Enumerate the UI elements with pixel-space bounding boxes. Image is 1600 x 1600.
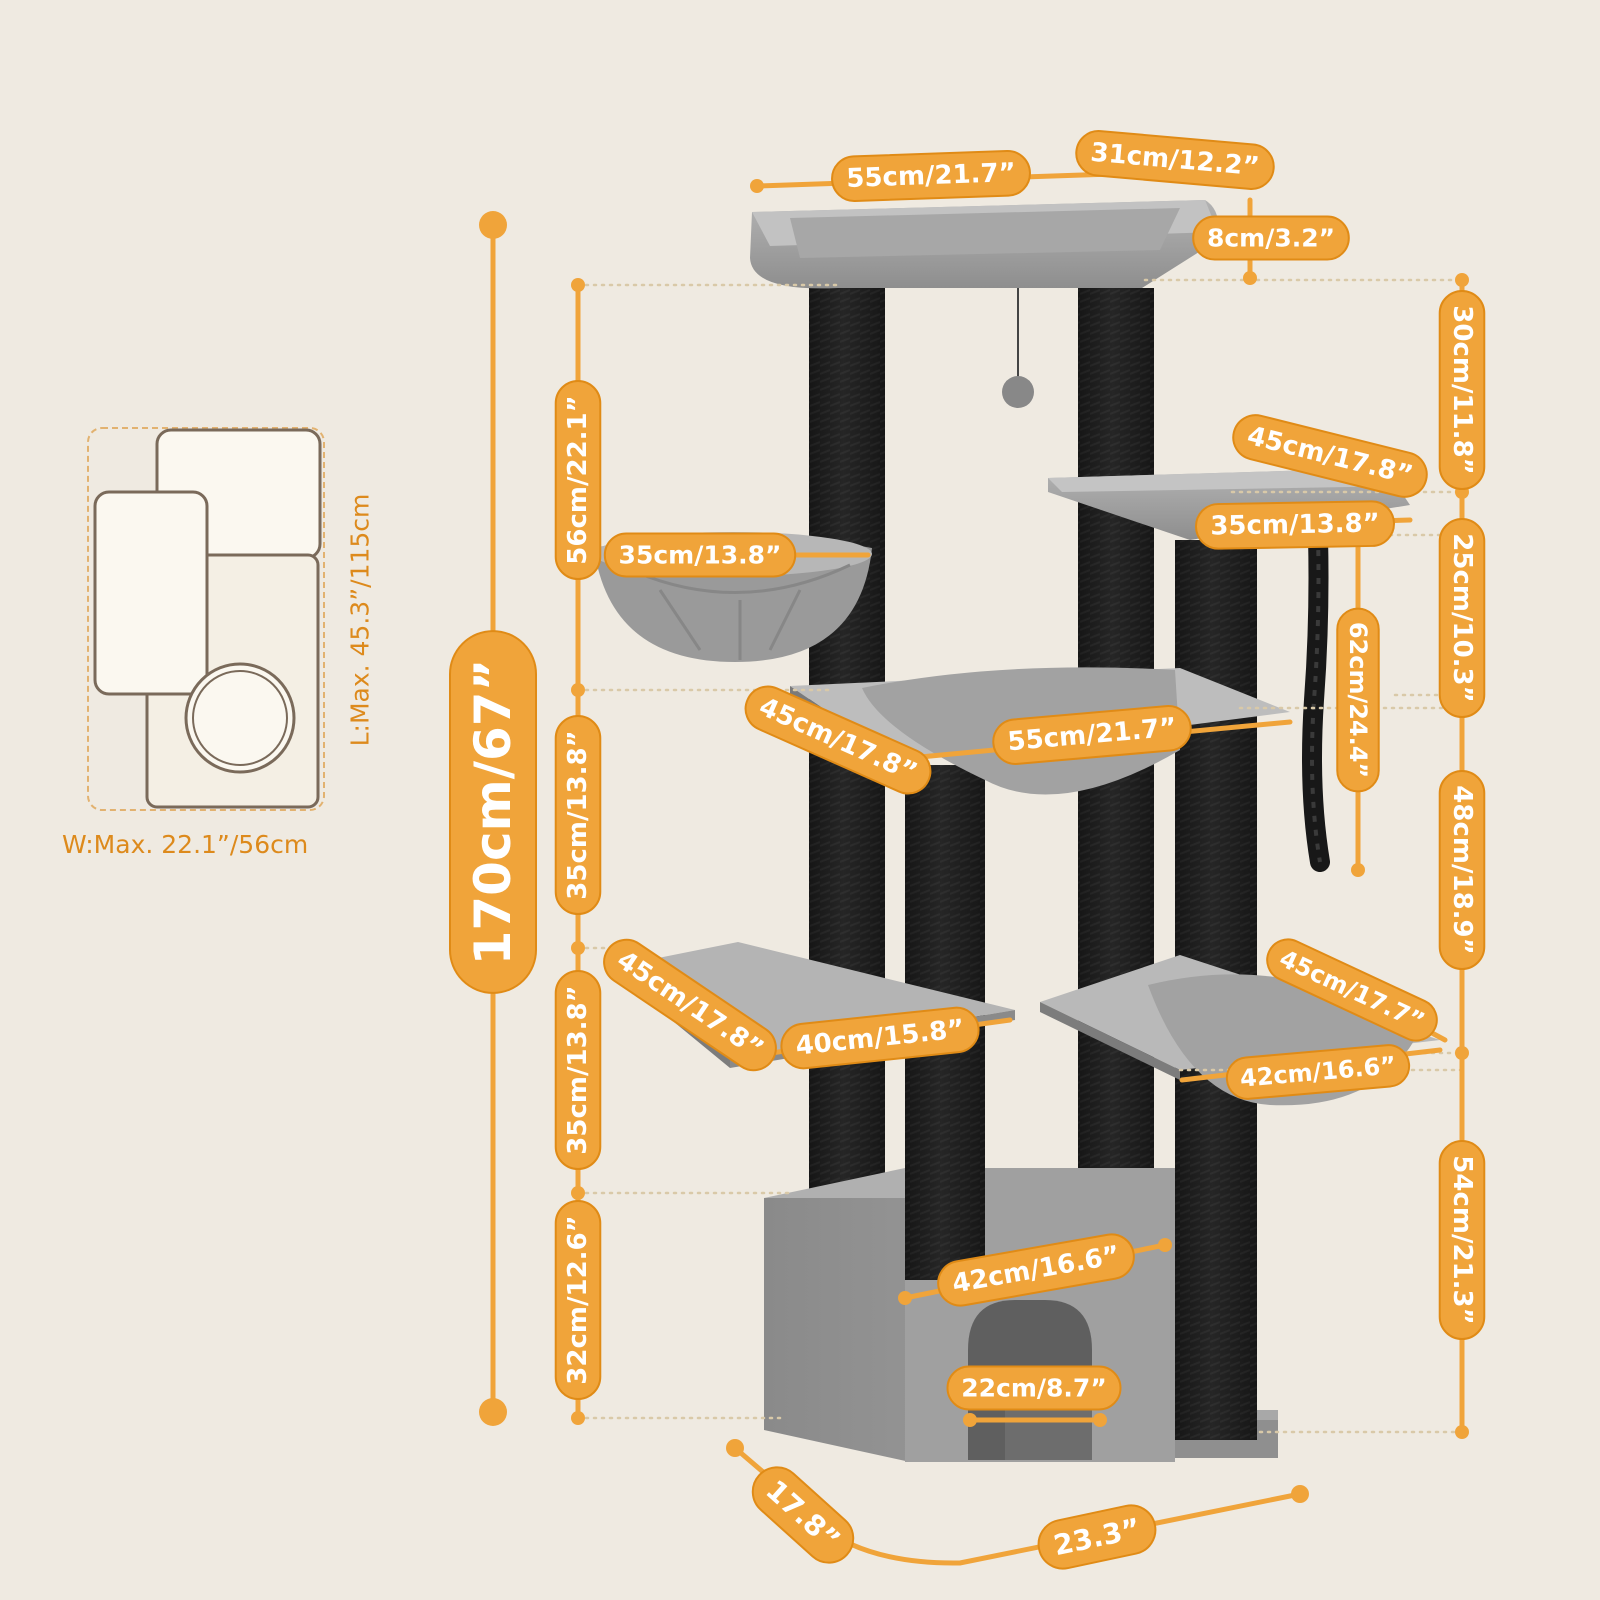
svg-text:35cm/13.8”: 35cm/13.8” <box>563 985 593 1154</box>
rope-length-label: 62cm/24.4” <box>1336 607 1380 793</box>
base-depth-label: 17.8” <box>751 1466 855 1564</box>
svg-text:56cm/22.1”: 56cm/22.1” <box>563 395 593 564</box>
right-gap-lower-label: 54cm/21.3” <box>1438 1139 1486 1341</box>
total-height-label: 170cm/67” <box>449 630 537 994</box>
svg-text:62cm/24.4”: 62cm/24.4” <box>1344 622 1372 778</box>
basket-diameter-label: 35cm/13.8” <box>603 532 797 578</box>
right-gap-top-label: 30cm/11.8” <box>1438 289 1486 491</box>
right-gap-upper-label: 25cm/10.3” <box>1438 517 1486 719</box>
top-perch-rim-label: 8cm/3.2” <box>1192 215 1350 261</box>
left-gap-upper-label: 35cm/13.8” <box>554 714 602 916</box>
svg-text:8cm/3.2”: 8cm/3.2” <box>1207 224 1335 253</box>
svg-text:35cm/13.8”: 35cm/13.8” <box>563 730 593 899</box>
svg-text:54cm/21.3”: 54cm/21.3” <box>1447 1155 1477 1324</box>
top-perch-depth-label: 31cm/12.2” <box>1075 130 1275 190</box>
right-gap-middle-label: 48cm/18.9” <box>1438 769 1486 971</box>
svg-text:170cm/67”: 170cm/67” <box>464 659 522 966</box>
footprint-icon <box>87 427 325 811</box>
footprint-length-label: L:Max. 45.3”/115cm <box>345 493 375 747</box>
condo-door-width-label: 22cm/8.7” <box>946 1365 1122 1411</box>
left-platform-width-label: 40cm/15.8” <box>780 1006 980 1070</box>
hammock-width-label: 55cm/21.7” <box>992 705 1192 765</box>
left-gap-lower-label: 35cm/13.8” <box>554 969 602 1171</box>
right-upper-platform-width-label: 35cm/13.8” <box>1195 500 1395 550</box>
footprint-width-label: W:Max. 22.1”/56cm <box>62 830 309 859</box>
svg-text:32cm/12.6”: 32cm/12.6” <box>563 1215 593 1384</box>
svg-text:48cm/18.9”: 48cm/18.9” <box>1447 785 1477 954</box>
right-hammock-width-label: 42cm/16.6” <box>1225 1044 1411 1100</box>
dimension-labels: 170cm/67” 55cm/21.7” 31cm/12.2” 8cm/3.2” 30c… <box>449 130 1486 1570</box>
svg-text:35cm/13.8”: 35cm/13.8” <box>1210 509 1380 542</box>
base-width-label: 23.3” <box>1037 1504 1157 1570</box>
svg-text:55cm/21.7”: 55cm/21.7” <box>846 158 1016 194</box>
dimension-endpoints <box>479 175 1469 1503</box>
svg-text:30cm/11.8”: 30cm/11.8” <box>1447 305 1477 474</box>
svg-text:35cm/13.8”: 35cm/13.8” <box>619 541 782 570</box>
svg-text:22cm/8.7”: 22cm/8.7” <box>961 1374 1107 1403</box>
top-perch-width-label: 55cm/21.7” <box>831 150 1031 202</box>
left-gap-base-label: 32cm/12.6” <box>554 1199 602 1401</box>
left-gap-top-label: 56cm/22.1” <box>554 379 602 581</box>
svg-text:25cm/10.3”: 25cm/10.3” <box>1447 533 1477 702</box>
